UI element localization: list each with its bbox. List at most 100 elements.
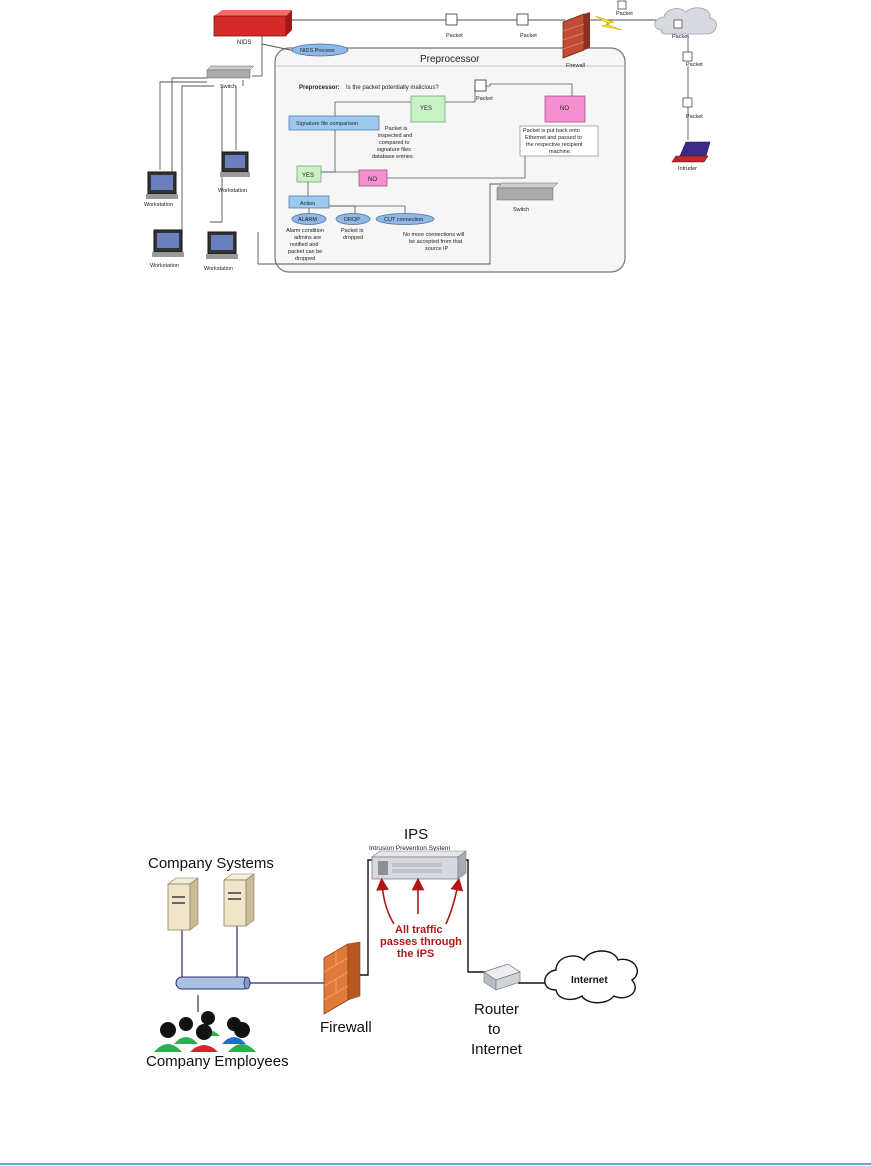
nids-process-label: NIDS Process (300, 48, 335, 54)
packet-label-2: Packet (520, 33, 537, 39)
nids-process-oval (291, 43, 349, 57)
svg-text:source IP: source IP (425, 246, 449, 252)
signature-file-comparison-label: Signature file comparison (296, 121, 358, 127)
traffic-arrows (376, 877, 464, 925)
svg-text:admins are: admins are (294, 235, 321, 241)
packet-icon-6 (682, 97, 693, 108)
packet-icon-7 (474, 79, 487, 92)
internet-label: Internet (571, 975, 608, 986)
alarm-note: Alarm condition admins are notified and … (286, 228, 324, 262)
internet-cloud-top-icon (654, 7, 717, 35)
server-icon-2 (223, 873, 255, 927)
packet-icon-1 (445, 13, 458, 26)
drop-note: Packet is dropped (341, 228, 364, 241)
internet-cloud-icon (544, 950, 638, 1004)
svg-text:signature files: signature files (377, 147, 411, 153)
svg-text:packet can be: packet can be (288, 249, 322, 255)
cut-connection-label: CUT connection (384, 217, 423, 223)
ips-full-label: Intrusion Prevention System (369, 845, 450, 852)
footer-divider (0, 1163, 871, 1165)
yes-box-top (410, 95, 446, 123)
svg-text:Packet is: Packet is (385, 126, 408, 132)
firewall-top-label: Firewall (566, 63, 585, 69)
workstation-icon-4 (206, 231, 238, 259)
workstation-label-2: Workstation (218, 188, 247, 194)
router-icon (483, 963, 521, 991)
svg-text:the respective recipient: the respective recipient (526, 142, 583, 148)
packet-label-7: Packet (476, 96, 493, 102)
workstation-icon-2 (220, 151, 250, 177)
svg-text:notified and: notified and (290, 242, 318, 248)
svg-text:No more connections will: No more connections will (403, 232, 464, 238)
switch-top-icon (206, 65, 255, 79)
firewall-bottom-label: Firewall (320, 1019, 372, 1036)
workstation-icon-3 (152, 229, 184, 257)
workstation-label-3: Workstation (150, 263, 179, 269)
router-label: Router to Internet (471, 1001, 523, 1058)
alarm-oval (291, 213, 327, 225)
nids-diagram: Preprocessor NIDS (144, 0, 717, 273)
svg-text:compared to: compared to (379, 140, 410, 146)
switch-inner-label: Switch (513, 207, 529, 213)
intruder-laptop-icon (671, 141, 711, 163)
svg-text:dropped: dropped (295, 256, 315, 262)
network-bus-icon (175, 976, 251, 990)
company-employees-label: Company Employees (146, 1053, 289, 1070)
yes-label-bottom: YES (302, 173, 314, 179)
svg-text:inspected and: inspected and (378, 133, 412, 139)
switch-top-label: Switch (220, 84, 236, 90)
packet-icon-5 (682, 51, 693, 62)
company-employees-icon (154, 1011, 256, 1052)
company-systems-label: Company Systems (148, 855, 274, 872)
ips-appliance-icon (371, 850, 467, 880)
packet-label-1: Packet (446, 33, 463, 39)
cut-note: No more connections will be accepted fro… (403, 232, 464, 252)
action-label: Action (300, 201, 315, 207)
svg-text:be accepted from that: be accepted from that (409, 239, 463, 245)
nids-device (213, 10, 292, 37)
alarm-label: ALARM (298, 217, 317, 223)
workstation-label-4: Workstation (204, 266, 233, 272)
packet-icon-2 (516, 13, 529, 26)
workstation-label-1: Workstation (144, 202, 173, 208)
server-icon-1 (167, 877, 199, 931)
ips-diagram: Company Systems (146, 826, 638, 1070)
packet-label-4: Packet (672, 34, 689, 40)
inspected-note: Packet is inspected and compared to sign… (372, 126, 415, 160)
preprocessor-question: Is the packet potentially malicious? (346, 85, 439, 91)
intruder-label: Intruder (678, 166, 697, 172)
svg-text:passes through: passes through (380, 936, 462, 948)
nids-label: NIDS (237, 40, 251, 46)
no-label-top: NO (560, 106, 569, 112)
lightning-icon (594, 15, 623, 31)
ips-connections (181, 926, 324, 1012)
cut-connection-oval (375, 213, 435, 225)
switch-inner-icon (496, 182, 559, 201)
signature-file-comparison-box (288, 115, 380, 131)
drop-label: DROP (344, 217, 360, 223)
ips-label: IPS (404, 826, 428, 843)
no-box-bottom (358, 169, 388, 187)
preprocessor-title: Preprocessor (420, 54, 480, 65)
svg-text:Alarm condition: Alarm condition (286, 228, 324, 234)
packet-label-6: Packet (686, 114, 703, 120)
traffic-note: All traffic passes through the IPS (380, 924, 462, 960)
packet-icon-4 (673, 19, 683, 29)
svg-text:to: to (488, 1021, 501, 1038)
svg-text:database entries.: database entries. (372, 154, 415, 160)
svg-text:dropped: dropped (343, 235, 363, 241)
svg-text:machine.: machine. (549, 149, 572, 155)
put-back-note-box (519, 125, 599, 157)
firewall-top-icon (562, 12, 590, 59)
svg-text:Packet is put back onto: Packet is put back onto (523, 128, 580, 134)
packet-icon-3 (617, 0, 627, 10)
action-box (288, 195, 330, 209)
yes-label-top: YES (420, 106, 432, 112)
preprocessor-label: Preprocessor: (299, 85, 340, 91)
put-back-note: Packet is put back onto Ethernet and pas… (523, 128, 583, 155)
svg-text:Router: Router (474, 1001, 519, 1018)
svg-text:Ethernet and passed to: Ethernet and passed to (525, 135, 582, 141)
nids-connections (159, 19, 689, 265)
drop-oval (335, 213, 371, 225)
